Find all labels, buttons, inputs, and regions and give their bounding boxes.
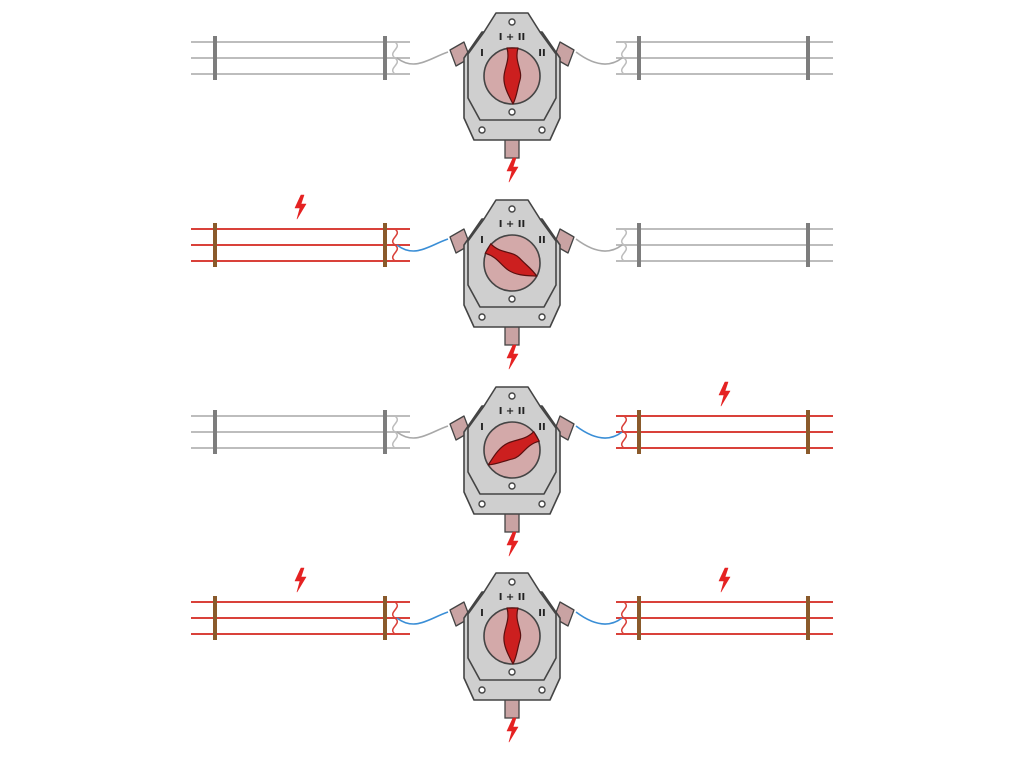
fence-right [575,223,833,267]
fence-post [806,410,810,454]
fence-post [637,223,641,267]
screw-hole [508,578,516,586]
wire-joiner [392,228,398,262]
wire-joiner [621,228,627,262]
fence-left [191,596,449,640]
label-both: I + II [499,32,526,43]
label-left: I [480,422,484,433]
fence-right [575,36,833,80]
fence-post [213,596,217,640]
lever-shape [503,607,522,665]
lever-shape [484,243,538,277]
screw-hole [508,205,516,213]
fence-post [637,596,641,640]
lever-shape [487,431,540,466]
screw-hole [508,18,516,26]
lightning-bolt-icon [506,157,519,183]
lead-wire [396,611,449,625]
fence-left [191,410,449,454]
fence-right [575,596,833,640]
label-right: II [538,422,545,433]
label-both: I + II [499,592,526,603]
screw-hole [508,392,516,400]
screw-hole [478,500,486,508]
lead-wire [396,238,449,252]
lightning-bolt-icon [506,717,519,743]
label-right: II [538,235,545,246]
lightning-bolt-icon [294,194,307,220]
lightning-bolt-icon [506,344,519,370]
fence-post [213,410,217,454]
fence-post [637,36,641,80]
fence-post [213,36,217,80]
label-both: I + II [499,219,526,230]
screw-hole [478,686,486,694]
wire-joiner [621,41,627,75]
lead-wire [575,238,623,252]
screw-hole [478,126,486,134]
fence-post [383,596,387,640]
screw-hole [508,482,516,490]
screw-hole [538,126,546,134]
lead-wire [396,425,449,439]
fence-left [191,36,449,80]
label-both: I + II [499,406,526,417]
label-right: II [538,48,545,59]
wire-joiner [621,415,627,449]
label-left: I [480,48,484,59]
wire-joiner [392,41,398,75]
lead-wire [396,51,449,65]
lightning-bolt-icon [506,531,519,557]
wire-joiner [392,601,398,635]
fence-post [806,36,810,80]
knob-lever [487,431,540,466]
label-left: I [480,235,484,246]
knob-lever [484,243,538,277]
label-left: I [480,608,484,619]
fence-right [575,410,833,454]
lightning-bolt-icon [718,567,731,593]
screw-hole [538,500,546,508]
fence-post [213,223,217,267]
lever-shape [503,47,522,105]
terminal-bottom [504,697,520,719]
fence-post [383,410,387,454]
wire-joiner [621,601,627,635]
fence-post [383,223,387,267]
screw-hole [508,108,516,116]
wire-joiner [392,415,398,449]
fence-post [383,36,387,80]
lightning-bolt-icon [718,381,731,407]
lead-wire [575,51,623,65]
lightning-bolt-icon [294,567,307,593]
terminal-bottom [504,324,520,346]
lead-wire [575,425,623,439]
terminal-bottom [504,137,520,159]
terminal-bottom [504,511,520,533]
screw-hole [508,295,516,303]
fence-post [806,223,810,267]
screw-hole [508,668,516,676]
screw-hole [478,313,486,321]
knob-lever [503,47,522,105]
label-right: II [538,608,545,619]
fence-post [806,596,810,640]
knob-lever [503,607,522,665]
screw-hole [538,686,546,694]
screw-hole [538,313,546,321]
fence-left [191,223,449,267]
fence-post [637,410,641,454]
lead-wire [575,611,623,625]
